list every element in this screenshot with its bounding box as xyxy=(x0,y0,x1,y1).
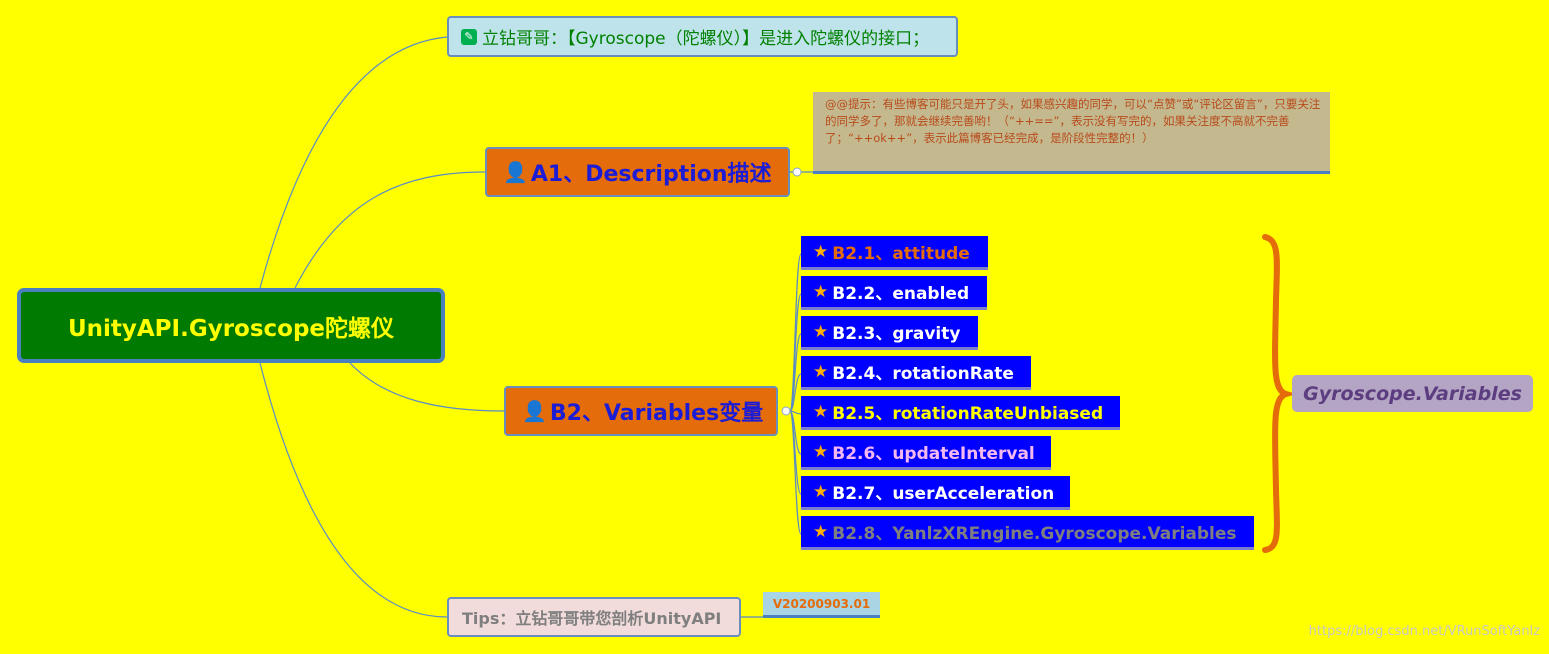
collapse-toggle-a1[interactable] xyxy=(792,167,802,177)
variable-item-label: B2.6、updateInterval xyxy=(832,444,1035,464)
star-icon: ★ xyxy=(813,361,829,382)
variable-item-label: B2.5、rotationRateUnbiased xyxy=(832,404,1104,424)
topic-b2-label: B2、Variables变量 xyxy=(549,401,764,426)
topic-a1-label: A1、Description描述 xyxy=(530,162,772,187)
topic-tips[interactable]: Tips：立钻哥哥带您剖析UnityAPI xyxy=(447,597,741,637)
connector-root-b2 xyxy=(349,362,505,412)
variable-item[interactable]: ★B2.6、updateInterval xyxy=(801,436,1051,470)
variable-item[interactable]: ★B2.8、YanlzXREngine.Gyroscope.Variables xyxy=(801,516,1254,550)
star-icon: ★ xyxy=(813,321,829,342)
variable-item[interactable]: ★B2.5、rotationRateUnbiased xyxy=(801,396,1120,430)
topic-gyroscope-intro[interactable]: ✎ 立钻哥哥：【Gyroscope（陀螺仪）】是进入陀螺仪的接口； xyxy=(447,16,958,57)
topic-a1-description[interactable]: 👤 A1、Description描述 xyxy=(485,147,790,197)
root-topic[interactable]: UnityAPI.Gyroscope陀螺仪 xyxy=(17,288,445,363)
collapse-toggle-b2[interactable] xyxy=(781,406,791,416)
version-label[interactable]: V20200903.01 xyxy=(763,592,880,618)
variable-item-label: B2.4、rotationRate xyxy=(832,364,1014,384)
star-icon: ★ xyxy=(813,441,829,462)
topic-tips-label: Tips：立钻哥哥带您剖析UnityAPI xyxy=(462,609,722,628)
topic-gyroscope-intro-label: 立钻哥哥：【Gyroscope（陀螺仪）】是进入陀螺仪的接口； xyxy=(482,29,930,49)
variable-item[interactable]: ★B2.4、rotationRate xyxy=(801,356,1031,390)
summary-brace xyxy=(1262,234,1297,553)
callout-tip-text: @@提示：有些博客可能只是开了头，如果感兴趣的同学，可以“点赞”或“评论区留言”… xyxy=(825,97,1321,145)
connector-root-note xyxy=(259,36,448,289)
root-title: UnityAPI.Gyroscope陀螺仪 xyxy=(67,315,395,342)
version-text: V20200903.01 xyxy=(772,596,871,611)
star-icon: ★ xyxy=(813,241,829,262)
edit-note-icon: ✎ xyxy=(461,28,477,45)
person-icon: 👤 xyxy=(522,399,547,423)
star-icon: ★ xyxy=(813,481,829,502)
star-icon: ★ xyxy=(813,281,829,302)
variable-item-label: B2.8、YanlzXREngine.Gyroscope.Variables xyxy=(832,524,1237,544)
summary-gyroscope-variables[interactable]: Gyroscope.Variables xyxy=(1292,375,1533,412)
variable-item[interactable]: ★B2.2、enabled xyxy=(801,276,987,310)
variable-item-label: B2.1、attitude xyxy=(832,244,970,264)
variable-item-label: B2.7、userAcceleration xyxy=(832,484,1055,504)
watermark-text: https://blog.csdn.net/VRunSoftYanlz xyxy=(1308,624,1540,639)
star-icon: ★ xyxy=(813,401,829,422)
callout-tip-note[interactable]: @@提示：有些博客可能只是开了头，如果感兴趣的同学，可以“点赞”或“评论区留言”… xyxy=(813,92,1330,174)
connector-root-tips xyxy=(259,362,448,618)
variable-item[interactable]: ★B2.7、userAcceleration xyxy=(801,476,1070,510)
variable-item-label: B2.3、gravity xyxy=(832,324,961,344)
star-icon: ★ xyxy=(813,521,829,542)
connector-b2-variable xyxy=(789,410,802,535)
summary-label: Gyroscope.Variables xyxy=(1303,382,1522,405)
variable-item[interactable]: ★B2.3、gravity xyxy=(801,316,978,350)
connector-b2-variable xyxy=(789,373,802,412)
topic-b2-variables[interactable]: 👤 B2、Variables变量 xyxy=(504,386,778,436)
variable-item[interactable]: ★B2.1、attitude xyxy=(801,236,988,270)
variable-item-label: B2.2、enabled xyxy=(832,284,970,304)
watermark: https://blog.csdn.net/VRunSoftYanlz xyxy=(1284,624,1540,644)
person-icon: 👤 xyxy=(503,160,528,184)
connector-root-a1 xyxy=(294,171,486,289)
